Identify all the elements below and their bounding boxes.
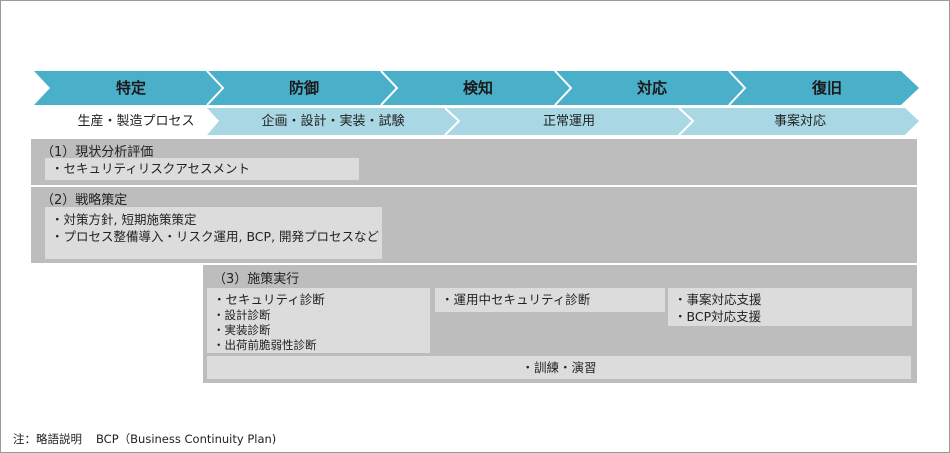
box-incident-support: ・事案対応支援 ・BCP対応支援 [668,288,912,326]
box-risk-assessment: ・セキュリティリスクアセスメント [45,158,359,180]
phase-arrow-1 [34,71,223,105]
phase-arrow-band [34,70,919,136]
phase-label-respond: 対応 [636,79,667,97]
item-process: ・プロセス整備導入・リスク運用, BCP, 開発プロセスなど [51,229,380,244]
box-operation-diagnosis: ・運用中セキュリティ診断 [435,288,665,312]
phase-label-recover: 復旧 [811,79,842,97]
flow-label-production: 生産・製造プロセス [77,114,195,129]
phase-label-protect: 防御 [288,79,319,97]
phase-label-identify: 特定 [115,79,146,97]
item-preship-diagnosis: ・出荷前脆弱性診断 [213,338,317,352]
item-bcp-support: ・BCP対応支援 [674,309,762,324]
phase-arrow-4 [555,71,745,105]
item-incident-support: ・事案対応支援 [674,292,762,307]
phase-arrow-2 [207,71,397,105]
panel-execution: （3）施策実行 ・セキュリティ診断 ・設計診断 ・実装診断 ・出荷前脆弱性診断 … [203,265,917,383]
panel-title-current-analysis: （1）現状分析評価 [41,145,154,160]
item-policy: ・対策方針, 短期施策策定 [51,212,197,227]
item-operation-diagnosis: ・運用中セキュリティ診断 [441,292,591,307]
box-security-diagnosis: ・セキュリティ診断 ・設計診断 ・実装診断 ・出荷前脆弱性診断 [207,288,430,353]
flow-arrows [207,107,919,136]
panel-current-analysis: （1）現状分析評価 ・セキュリティリスクアセスメント [31,139,917,185]
item-security-diagnosis: ・セキュリティ診断 [213,292,325,307]
panel-title-strategy: （2）戦略策定 [41,193,128,208]
panel-title-execution: （3）施策実行 [213,272,300,287]
footnote-prefix: 注：略語説明 [13,432,82,446]
flow-label-planning: 企画・設計・実装・試験 [261,114,405,129]
phase-arrow-3 [381,71,571,105]
flow-arrow-2 [207,108,459,135]
phase-label-detect: 検知 [462,79,493,97]
box-strategy-items: ・対策方針, 短期施策策定 ・プロセス整備導入・リスク運用, BCP, 開発プロ… [45,207,382,259]
footnote-text: BCP（Business Continuity Plan) [96,432,277,446]
flow-arrow-3 [445,108,693,135]
panel-strategy: （2）戦略策定 ・対策方針, 短期施策策定 ・プロセス整備導入・リスク運用, B… [31,187,917,263]
phase-arrows [34,70,919,106]
item-implementation-diagnosis: ・実装診断 [213,323,271,337]
item-risk-assessment: ・セキュリティリスクアセスメント [51,161,251,176]
footnote: 注：略語説明 BCP（Business Continuity Plan) [13,431,276,447]
item-design-diagnosis: ・設計診断 [213,308,271,322]
phase-arrow-5 [729,71,919,105]
flow-label-operation: 正常運用 [542,114,595,129]
flow-label-incident: 事案対応 [773,114,826,129]
flow-arrow-4 [679,108,919,135]
item-training: ・訓練・演習 [521,360,597,375]
box-training: ・訓練・演習 [207,356,911,379]
